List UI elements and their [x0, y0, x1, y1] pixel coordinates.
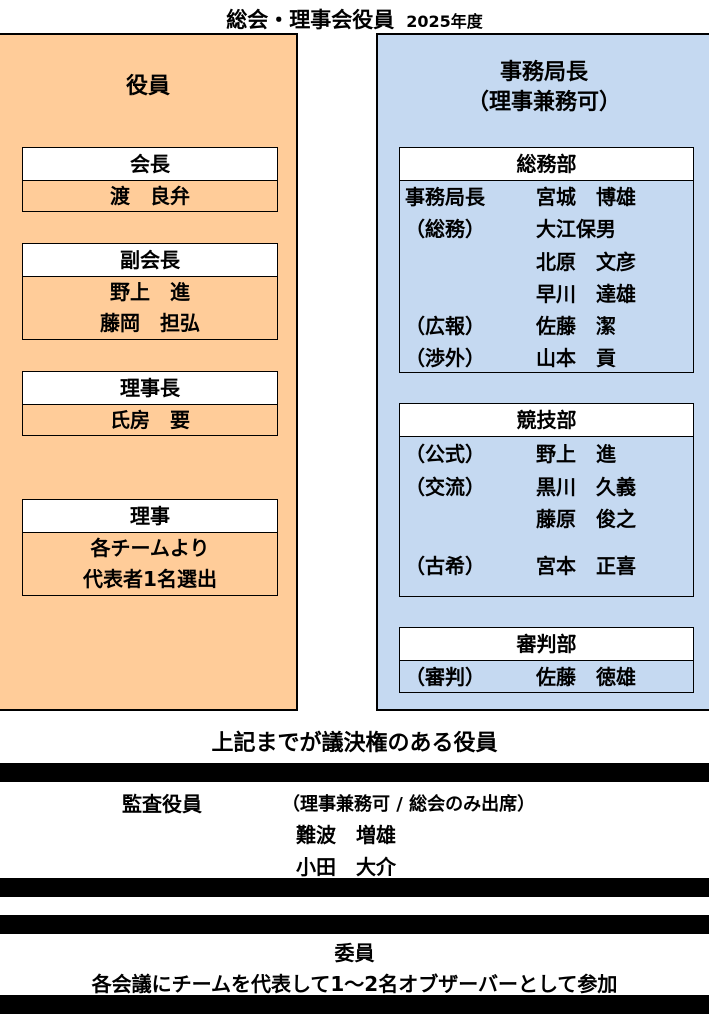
- member-name: 山本 貢: [536, 346, 616, 370]
- member-row: 早川 達雄: [400, 278, 693, 310]
- member-row: （総務） 大江保男: [400, 213, 693, 245]
- member-name: 北原 文彦: [536, 250, 636, 274]
- role: （審判）: [405, 665, 485, 689]
- auditors-note: （理事兼務可 / 総会のみ出席）: [282, 794, 536, 815]
- vice-president-box: 副会長 野上 進 藤岡 担弘: [22, 243, 278, 340]
- referee-box: 審判部 （審判） 佐藤 徳雄: [399, 627, 694, 693]
- page-title: 総会・理事会役員 2025年度: [0, 4, 709, 34]
- role: （古希）: [405, 554, 485, 578]
- box-title: 副会長: [23, 244, 277, 277]
- member-row: （広報） 佐藤 潔: [400, 310, 693, 342]
- member-row: （古希） 宮本 正喜: [400, 550, 693, 582]
- member-row: （公式） 野上 進: [400, 438, 693, 470]
- president-box: 会長 渡 良弁: [22, 147, 278, 212]
- member-name: 早川 達雄: [536, 282, 636, 306]
- auditor-name: 小田 大介: [296, 855, 396, 879]
- officers-panel: 役員 会長 渡 良弁 副会長 野上 進 藤岡 担弘 理事長 氏房 要 理事 各チ…: [0, 33, 298, 711]
- role: （渉外）: [405, 346, 485, 370]
- box-line: 野上 進: [110, 280, 190, 304]
- member-name: 黒川 久義: [536, 475, 636, 499]
- box-line: 代表者1名選出: [83, 567, 217, 591]
- box-line: 渡 良弁: [110, 184, 190, 208]
- secretariat-heading: 事務局長: [499, 60, 588, 85]
- role: （総務）: [405, 217, 485, 241]
- member-row: 北原 文彦: [400, 246, 693, 278]
- role: （公式）: [405, 442, 485, 466]
- member-name: 野上 進: [536, 442, 616, 466]
- dept-title: 総務部: [400, 148, 693, 181]
- committee-title: 委員: [334, 941, 375, 965]
- auditor-name: 難波 増雄: [296, 823, 396, 847]
- box-line: 氏房 要: [110, 408, 190, 432]
- box-title: 会長: [23, 148, 277, 181]
- divider: [0, 763, 709, 782]
- box-title: 理事: [23, 500, 277, 533]
- title-text: 総会・理事会役員: [226, 8, 395, 32]
- secretariat-panel: 事務局長 （理事兼務可） 総務部 事務局長宮城 博雄 （総務）大江保男 北原 文…: [376, 33, 709, 711]
- member-row: （審判） 佐藤 徳雄: [400, 661, 693, 693]
- secretariat-subheading: （理事兼務可）: [466, 90, 621, 115]
- officers-heading: 役員: [125, 74, 170, 99]
- box-line: 藤岡 担弘: [100, 311, 200, 335]
- chairman-box: 理事長 氏房 要: [22, 371, 278, 436]
- general-affairs-box: 総務部 事務局長 宮城 博雄 （総務） 大江保男 北原 文彦 早川 達雄 （広報） 佐…: [399, 147, 694, 373]
- member-row: 藤原 俊之: [400, 503, 693, 535]
- member-name: 藤原 俊之: [536, 507, 636, 531]
- member-row: （交流） 黒川 久義: [400, 471, 693, 503]
- member-row: （渉外） 山本 貢: [400, 342, 693, 374]
- dept-title: 競技部: [400, 404, 693, 437]
- box-title: 理事長: [23, 372, 277, 405]
- member-name: 佐藤 潔: [536, 314, 616, 338]
- member-name: 佐藤 徳雄: [536, 665, 636, 689]
- auditors-title: 監査役員: [122, 792, 202, 816]
- divider: [0, 995, 709, 1014]
- directors-box: 理事 各チームより 代表者1名選出: [22, 499, 278, 596]
- committee-desc: 各会議にチームを代表して1～2名オブザーバーとして参加: [91, 972, 618, 996]
- year: 2025年度: [406, 12, 483, 31]
- role: （交流）: [405, 475, 485, 499]
- member-name: 宮本 正喜: [536, 554, 636, 578]
- member-name: 宮城 博雄: [536, 185, 636, 209]
- role: （広報）: [405, 314, 485, 338]
- member-name: 大江保男: [536, 217, 616, 241]
- competition-box: 競技部 （公式） 野上 進 （交流） 黒川 久義 藤原 俊之 （古希） 宮本 正喜: [399, 403, 694, 597]
- box-line: 各チームより: [90, 536, 210, 560]
- member-row: 事務局長 宮城 博雄: [400, 181, 693, 213]
- divider: [0, 915, 709, 934]
- divider: [0, 878, 709, 897]
- dept-title: 審判部: [400, 628, 693, 661]
- role: 事務局長: [405, 185, 485, 209]
- voting-note: 上記までが議決権のある役員: [211, 731, 498, 756]
